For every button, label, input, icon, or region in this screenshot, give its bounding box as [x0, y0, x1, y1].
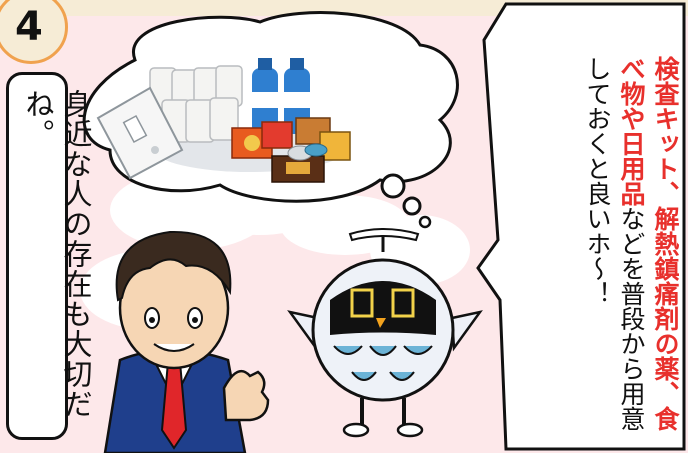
food-box-icon	[231, 117, 351, 183]
left-speech-bubble: 身近な人の存在も大切だね。	[6, 72, 93, 440]
speech-segment-test-kit: 検査キット、解熱鎮痛剤の薬、	[651, 56, 680, 406]
right-speech-bubble	[476, 0, 688, 453]
left-speech-text: 身近な人の存在も大切だね。	[21, 89, 93, 419]
speech-segment-food: 食べ物や日用品	[617, 56, 680, 431]
panel-number-badge: 4	[0, 0, 68, 64]
test-kit-icon	[96, 86, 184, 180]
speech-segment-rest: などを普段から用意しておくと良いホ～！	[583, 56, 646, 431]
panel-number: 4	[15, 4, 43, 50]
supplies-illustration	[96, 58, 351, 183]
right-speech-text: 検査キット、解熱鎮痛剤の薬、食べ物や日用品などを普段から用意しておくと良いホ～！	[502, 56, 682, 436]
robot-mascot	[287, 228, 483, 438]
man-character	[103, 230, 270, 453]
